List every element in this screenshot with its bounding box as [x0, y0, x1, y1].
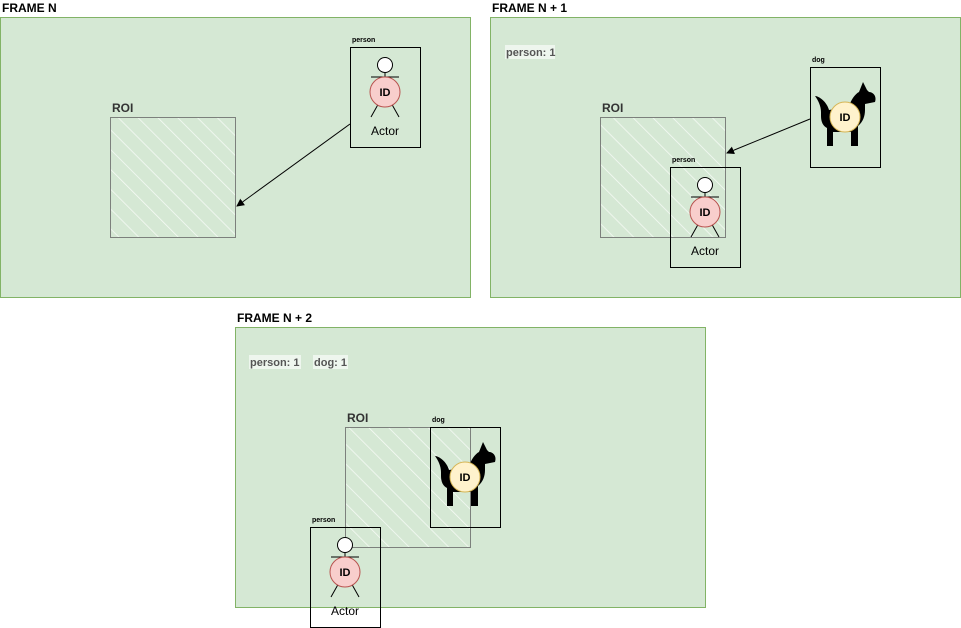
person-bounding-box — [670, 167, 741, 268]
roi-label: ROI — [347, 411, 368, 425]
person-box-label: person — [672, 157, 695, 164]
actor-label: Actor — [371, 124, 399, 138]
frame-n-plus-1: FRAME N + 1 person: 1 ROI person ID Acto… — [490, 1, 961, 298]
dog-box-label: dog — [812, 57, 825, 64]
dog-detection: dog ID — [430, 417, 501, 528]
frame-title: FRAME N + 2 — [237, 311, 312, 325]
roi-region: ROI — [110, 101, 236, 238]
id-badge — [449, 461, 481, 493]
dog-bounding-box — [430, 427, 501, 528]
dog-detection: dog ID — [810, 57, 881, 168]
count-label: person: 1 — [250, 357, 300, 369]
count-background — [313, 355, 348, 369]
id-badge — [329, 556, 361, 588]
person-bounding-box — [350, 47, 421, 148]
roi-label: ROI — [112, 101, 133, 115]
id-badge — [829, 101, 861, 133]
count-label: dog: 1 — [314, 357, 347, 369]
person-detection: person ID Actor — [350, 37, 421, 148]
count-background — [249, 355, 301, 369]
person-box-label: person — [352, 37, 375, 44]
count-label: person: 1 — [506, 47, 556, 59]
frame-n-plus-2: FRAME N + 2 person: 1 dog: 1 ROI dog ID … — [235, 311, 706, 628]
motion-arrow — [236, 123, 351, 207]
frame-title: FRAME N — [2, 1, 57, 15]
id-label: ID — [700, 207, 711, 219]
motion-arrow — [726, 118, 811, 155]
actor-label: Actor — [691, 244, 719, 258]
actor-label: Actor — [331, 604, 359, 618]
person-detection: person ID Actor — [670, 157, 741, 268]
id-label: ID — [460, 472, 471, 484]
count-background — [505, 45, 555, 59]
dog-box-label: dog — [432, 417, 445, 424]
id-label: ID — [380, 87, 391, 99]
id-badge — [689, 196, 721, 228]
id-label: ID — [340, 567, 351, 579]
person-detection: person ID Actor — [310, 517, 381, 628]
frame-title: FRAME N + 1 — [492, 1, 567, 15]
frame-n: FRAME N ROI person ID Actor — [0, 1, 471, 298]
roi-label: ROI — [602, 101, 623, 115]
roi-box — [110, 117, 236, 238]
id-badge — [369, 76, 401, 108]
dog-bounding-box — [810, 67, 881, 168]
person-box-label: person — [312, 517, 335, 524]
id-label: ID — [840, 112, 851, 124]
